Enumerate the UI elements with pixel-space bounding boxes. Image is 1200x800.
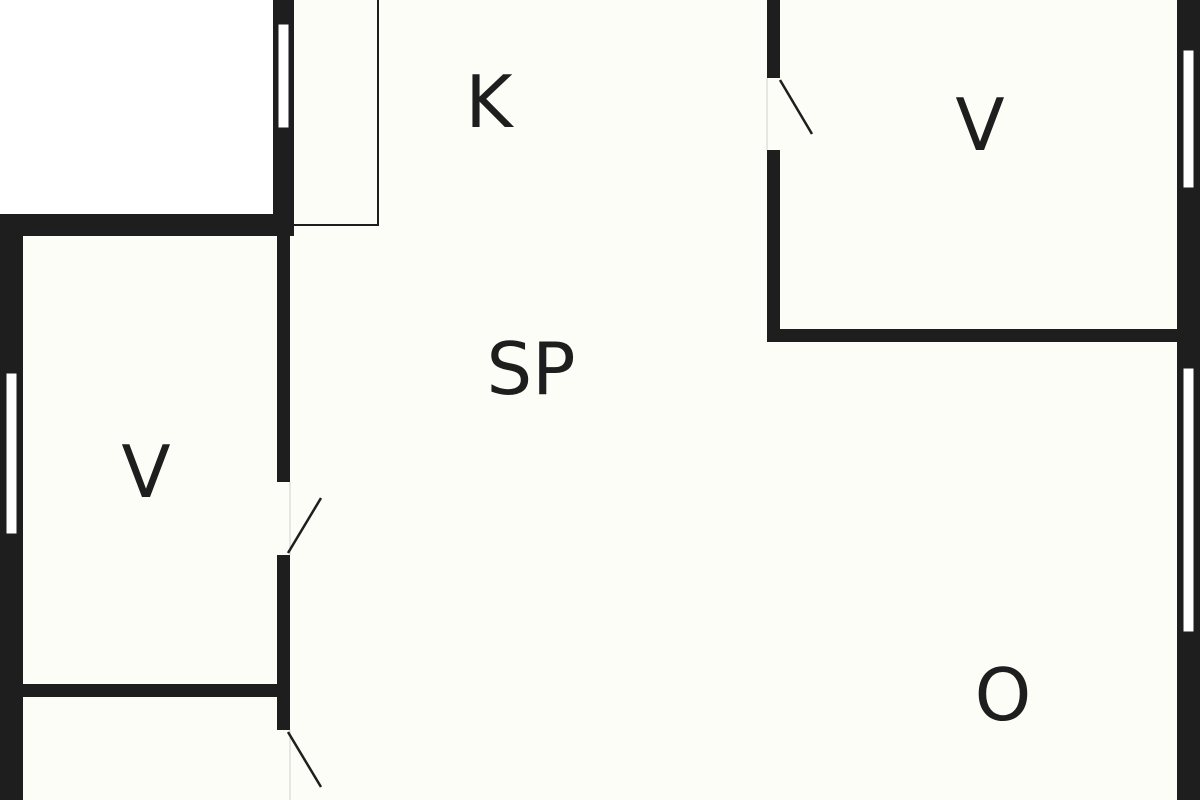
floor-left-rooms xyxy=(0,225,283,800)
doors xyxy=(277,78,814,800)
window-kitchen xyxy=(277,23,290,129)
room-label-dining-hall: SP xyxy=(486,327,575,411)
wall-bedroom-left-lower xyxy=(767,150,780,342)
room-labels: K V SP V O xyxy=(121,60,1031,737)
wall-partition-left-mid xyxy=(277,555,290,730)
window-left-bedroom xyxy=(5,372,18,535)
door-lower-left-room xyxy=(277,730,323,800)
wall-notch-horizontal xyxy=(0,214,294,236)
floor-main xyxy=(283,0,1200,800)
room-label-living-room: O xyxy=(975,653,1032,737)
door-left-bedroom xyxy=(277,482,323,555)
wall-bedroom-left-upper xyxy=(767,0,780,78)
wall-partition-left-upper xyxy=(277,236,290,482)
windows xyxy=(5,23,1195,633)
room-label-bedroom-top-right: V xyxy=(955,83,1004,167)
wall-left-bedroom-bottom xyxy=(23,684,277,697)
window-living-room xyxy=(1182,367,1195,633)
kitchen-counter xyxy=(294,0,379,226)
room-label-kitchen: K xyxy=(465,60,514,144)
wall-bedroom-bottom xyxy=(767,329,1200,342)
door-right-bedroom xyxy=(766,78,814,150)
window-right-bedroom xyxy=(1182,49,1195,189)
room-label-bedroom-left: V xyxy=(121,430,170,514)
